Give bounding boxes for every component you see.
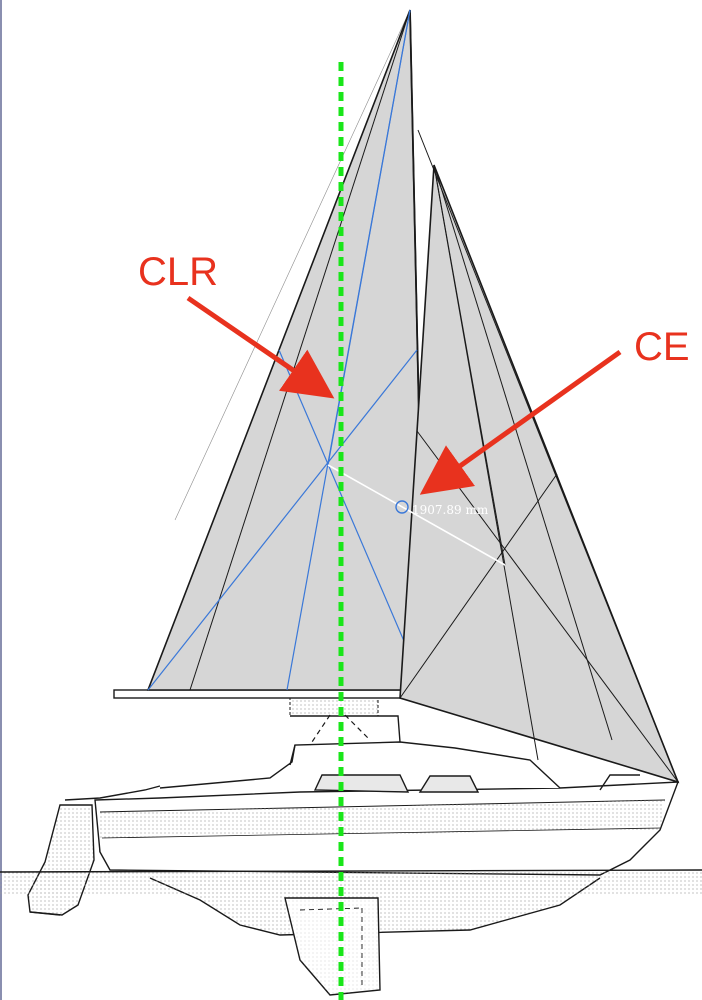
ce-label: CE	[634, 325, 690, 369]
waterline	[0, 869, 702, 894]
forestay	[417, 129, 679, 783]
gooseneck-fitting	[289, 697, 379, 717]
combined-ce-marker	[395, 500, 409, 514]
ce-arrow	[419, 349, 622, 495]
jib	[399, 129, 680, 784]
portlight-aft	[313, 774, 410, 793]
mainsail-centroid-lines	[147, 9, 426, 691]
mainsail	[146, 9, 426, 691]
portlight-fwd	[418, 775, 480, 793]
distance-label: 1907.89 mm	[412, 503, 489, 517]
vang	[309, 714, 371, 746]
clr-label: CLR	[138, 250, 218, 294]
ce-callout: CE	[419, 325, 690, 495]
rudder	[27, 804, 95, 916]
ce-connector: 1907.89 mm	[327, 464, 506, 566]
clr-callout: CLR	[138, 250, 335, 399]
clr-arrow	[186, 295, 335, 399]
boom	[113, 689, 427, 699]
hull	[27, 715, 680, 996]
